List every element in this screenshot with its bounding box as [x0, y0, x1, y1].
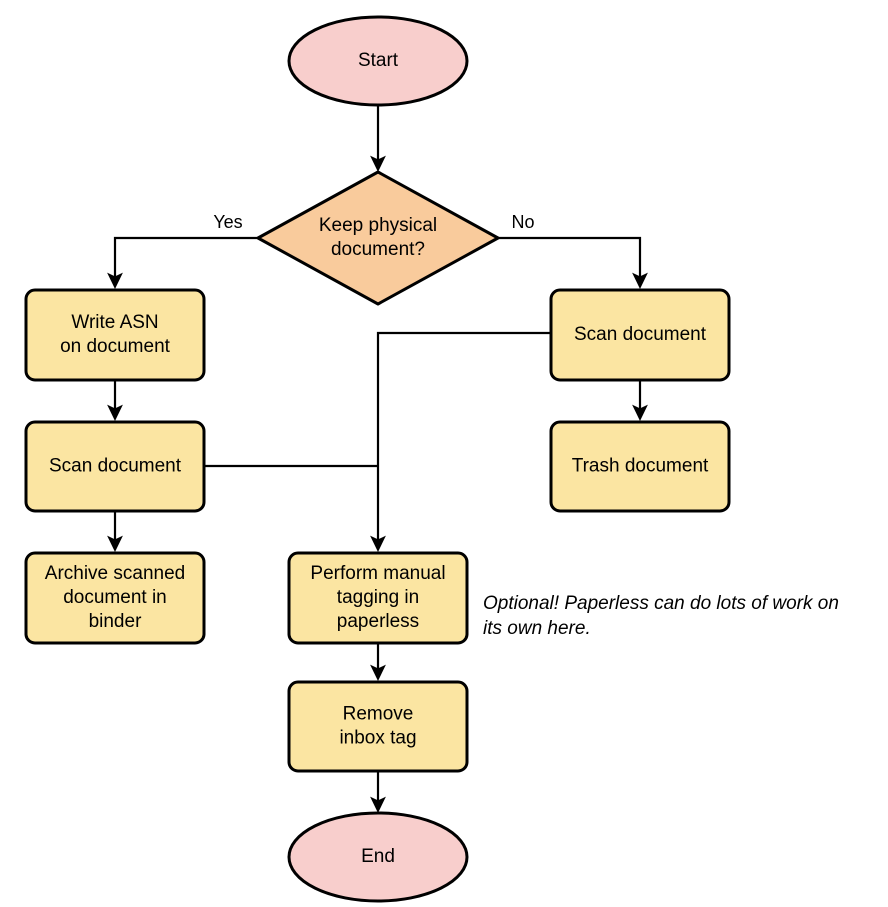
- decision-shape: [256, 170, 500, 306]
- annotations-layer: Optional! Paperless can do lots of work …: [483, 593, 839, 639]
- edge-scan-right-to-tagging: [370, 331, 551, 552]
- node-label: Scan document: [574, 324, 707, 345]
- process-shape: [24, 551, 206, 645]
- edge-label-label-no: No: [511, 212, 534, 232]
- process-shape: [24, 420, 206, 513]
- node-label: Start: [358, 50, 399, 71]
- node-label: Trash document: [572, 456, 709, 477]
- process-shape: [287, 680, 469, 773]
- process-shape: [549, 288, 731, 382]
- edge-label-label-yes: Yes: [213, 212, 242, 232]
- node-scan-document-right: Scan document: [549, 288, 731, 382]
- process-shape: [549, 420, 731, 513]
- annotation-optional-note: Optional! Paperless can do lots of work …: [483, 593, 839, 639]
- process-shape: [287, 551, 469, 645]
- terminator-shape: [287, 811, 469, 903]
- node-label: End: [361, 846, 395, 867]
- edge-decision-yes-to-write-asn: [107, 236, 258, 289]
- node-label: Scan document: [49, 456, 182, 477]
- node-end: End: [287, 811, 469, 903]
- node-scan-document-left: Scan document: [24, 420, 206, 513]
- process-shape: [24, 288, 206, 382]
- node-start: Start: [287, 15, 469, 107]
- terminator-shape: [287, 15, 469, 107]
- node-trash-document: Trash document: [549, 420, 731, 513]
- edges-layer: [107, 105, 648, 813]
- edge-decision-no-to-scan-right: [498, 236, 648, 289]
- edge-labels-layer: Yes No: [213, 212, 534, 232]
